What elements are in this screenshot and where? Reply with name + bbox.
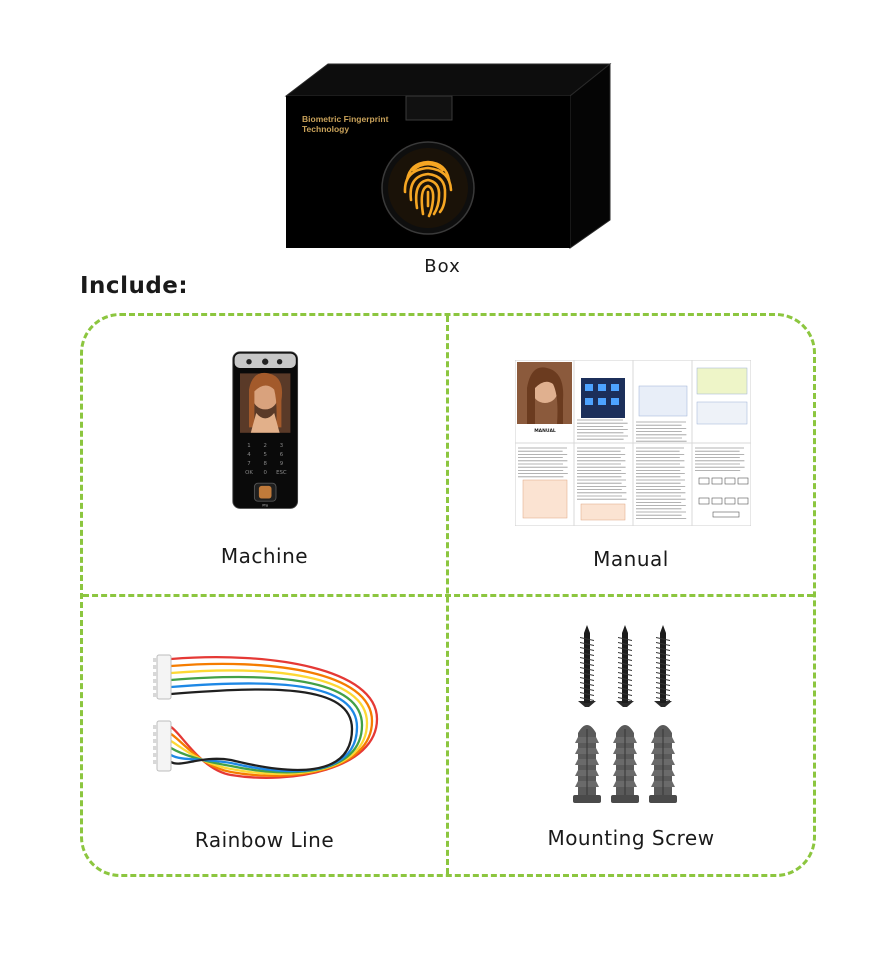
screw-icon [578,625,596,707]
item-label: Rainbow Line [194,828,335,852]
keypad-key: 4 [247,452,251,458]
item-manual: MANUAL Manual [449,316,813,594]
terminal-brand: Pro [262,504,268,508]
keypad-key: 9 [280,461,284,467]
item-rainbow-line: Rainbow Line [83,597,446,874]
item-label: Machine [220,544,309,568]
manual-booklet-icon: MANUAL [515,360,751,526]
keypad-key: 3 [280,443,283,449]
items-grid-frame [80,313,816,877]
cable-wire [170,688,354,772]
keypad-key: 6 [280,452,284,458]
fingerprint-icon [403,160,453,218]
keypad-key: 1 [247,443,250,449]
cable-wire [170,675,364,774]
keypad-key: 0 [263,470,267,476]
wall-anchor-icon [611,725,639,803]
box-print-line-2: Technology [302,124,349,134]
product-box-icon: Biometric Fingerprint Technology [284,62,612,249]
wall-anchor-icon [573,725,601,803]
keypad-key: 2 [263,443,266,449]
include-heading: Include: [80,273,189,299]
box-print-line-1: Biometric Fingerprint [302,114,389,124]
keypad-key: 8 [263,461,267,467]
cable-wire [170,682,359,773]
screws-anchors-icon [573,625,677,803]
item-label: Manual [593,547,669,571]
rainbow-cable-icon [153,654,379,779]
item-mounting-screw: Mounting Screw [449,597,813,874]
fingerprint-terminal-icon: 1 2 3 4 5 6 7 8 9OK 0 ESC Pro [232,351,299,509]
keypad-key: 7 [247,461,250,467]
manual-cover-title: MANUAL [534,428,556,434]
screw-icon [654,625,672,707]
keypad-key: 5 [263,452,266,458]
grid-divider-horizontal [83,594,813,597]
keypad-key: OK [245,470,253,476]
wall-anchor-icon [649,725,677,803]
keypad-key: ESC [276,470,287,476]
item-label: Mounting Screw [547,826,715,850]
box-caption: Box [424,256,461,277]
screw-icon [616,625,634,707]
